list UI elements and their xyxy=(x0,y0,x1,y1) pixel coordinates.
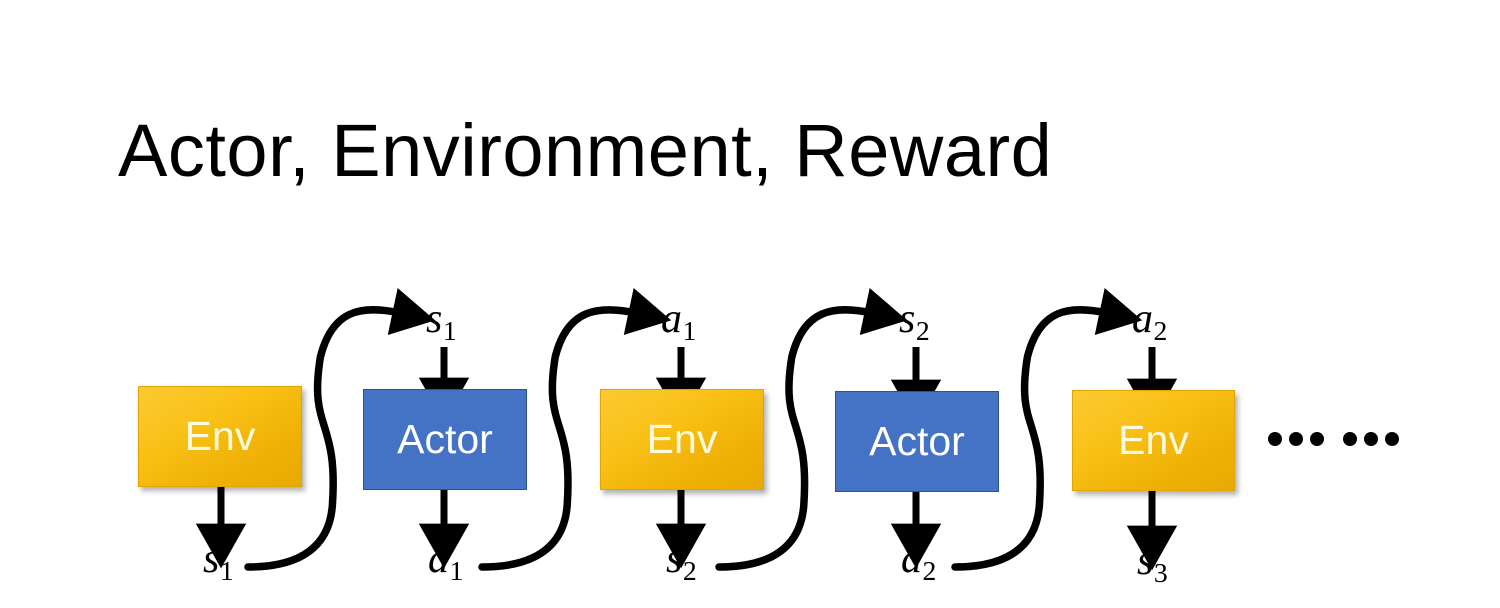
symbol-base: s xyxy=(426,296,443,342)
ellipsis-dot xyxy=(1289,432,1303,446)
node-box-actor-2[interactable]: Actor xyxy=(835,391,999,492)
symbol-subscript: 3 xyxy=(1153,556,1168,588)
curve-s1 xyxy=(244,287,436,571)
ellipsis-dot xyxy=(1268,432,1282,446)
symbol-top-s1: s1 xyxy=(426,298,457,344)
symbol-subscript: 1 xyxy=(219,554,234,586)
straight-arrow-group xyxy=(195,347,1178,571)
symbol-base: a xyxy=(661,296,682,342)
symbol-base: s xyxy=(899,296,916,342)
symbol-subscript: 1 xyxy=(682,314,697,346)
symbol-subscript: 2 xyxy=(682,554,697,586)
ellipsis-dot xyxy=(1343,432,1357,446)
symbol-subscript: 2 xyxy=(1153,314,1168,346)
curve-a1 xyxy=(478,287,672,571)
node-label: Env xyxy=(1118,417,1189,463)
node-box-env-1[interactable]: Env xyxy=(138,386,302,487)
symbol-base: a xyxy=(901,536,922,582)
symbol-bot-s2: s2 xyxy=(666,538,697,584)
node-box-env-3[interactable]: Env xyxy=(1072,390,1235,491)
symbol-base: a xyxy=(1132,296,1153,342)
node-label: Actor xyxy=(397,416,493,462)
symbol-base: s xyxy=(1137,538,1154,584)
symbol-base: s xyxy=(666,536,683,582)
symbol-subscript: 1 xyxy=(442,314,457,346)
ellipsis-gap xyxy=(1331,439,1336,440)
node-box-actor-1[interactable]: Actor xyxy=(363,389,527,490)
symbol-subscript: 2 xyxy=(922,554,937,586)
symbol-bot-a2: a2 xyxy=(901,538,936,584)
node-label: Env xyxy=(184,413,256,459)
node-label: Actor xyxy=(869,418,965,464)
symbol-subscript: 2 xyxy=(915,314,930,346)
symbol-bot-s3: s3 xyxy=(1137,540,1168,586)
symbol-base: a xyxy=(428,536,449,582)
symbol-base: s xyxy=(203,536,220,582)
symbol-subscript: 1 xyxy=(449,554,464,586)
curve-s2 xyxy=(715,287,908,571)
ellipsis-dot xyxy=(1385,432,1399,446)
node-label: Env xyxy=(646,416,718,462)
curve-a2 xyxy=(951,287,1143,571)
curved-arrow-group xyxy=(244,287,1143,571)
symbol-top-s2: s2 xyxy=(899,298,930,344)
symbol-bot-s1: s1 xyxy=(203,538,234,584)
symbol-bot-a1: a1 xyxy=(428,538,463,584)
ellipsis-continuation xyxy=(1268,432,1399,446)
page-title: Actor, Environment, Reward xyxy=(118,109,1053,192)
ellipsis-dot xyxy=(1310,432,1324,446)
symbol-top-a2: a2 xyxy=(1132,298,1167,344)
ellipsis-dot xyxy=(1364,432,1378,446)
symbol-top-a1: a1 xyxy=(661,298,696,344)
node-box-env-2[interactable]: Env xyxy=(600,389,764,490)
